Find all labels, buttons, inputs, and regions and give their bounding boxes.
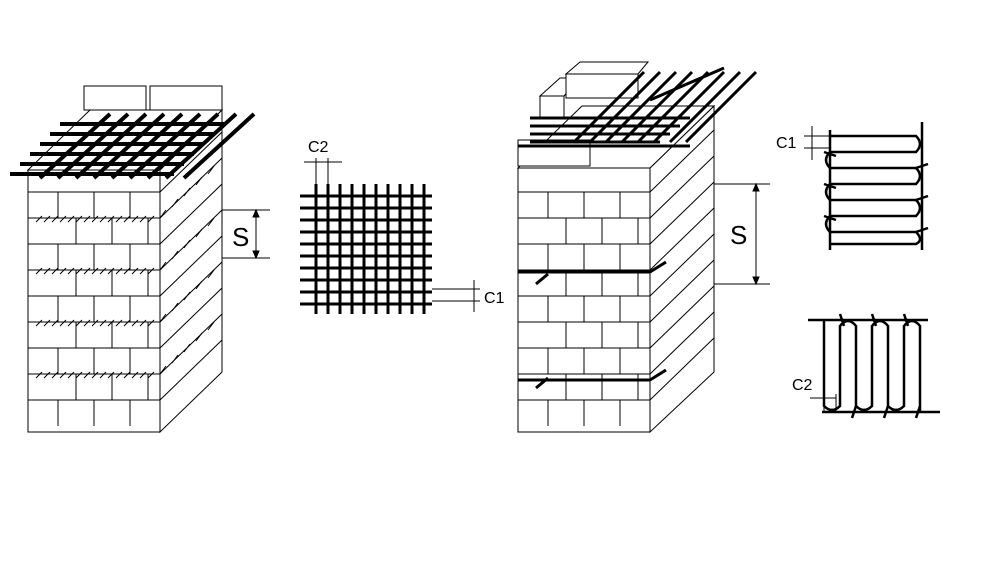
c1-dimension-mesh	[432, 280, 480, 312]
s-dimension-left	[222, 208, 270, 260]
right-pillar	[516, 61, 758, 434]
c2-dimension-zigzag	[810, 394, 837, 412]
right-pillar-side-courses	[649, 129, 715, 401]
left-pillar-courses	[28, 191, 160, 426]
c2-label-zigzag: C2	[792, 377, 813, 394]
left-pillar	[10, 85, 256, 434]
s-dimension-right	[714, 182, 770, 286]
c2-dimension-mesh	[304, 158, 342, 186]
left-top-mesh	[10, 112, 256, 180]
zigzag-horizontal	[823, 122, 929, 250]
right-pillar-courses	[518, 191, 650, 426]
zigzag-vertical	[808, 313, 940, 419]
right-top-zigzag-mesh	[518, 66, 758, 148]
c1-label-zigzag: C1	[776, 135, 797, 152]
c2-label-mesh: C2	[308, 139, 329, 156]
s-label-right: S	[730, 220, 747, 250]
reinforcement-mesh	[300, 184, 432, 314]
left-pillar-side-courses	[159, 131, 223, 401]
c1-dimension-zigzag	[804, 126, 830, 160]
left-joint-mesh	[35, 165, 215, 379]
s-label-left: S	[232, 222, 249, 252]
c1-label-mesh: C1	[484, 290, 505, 307]
